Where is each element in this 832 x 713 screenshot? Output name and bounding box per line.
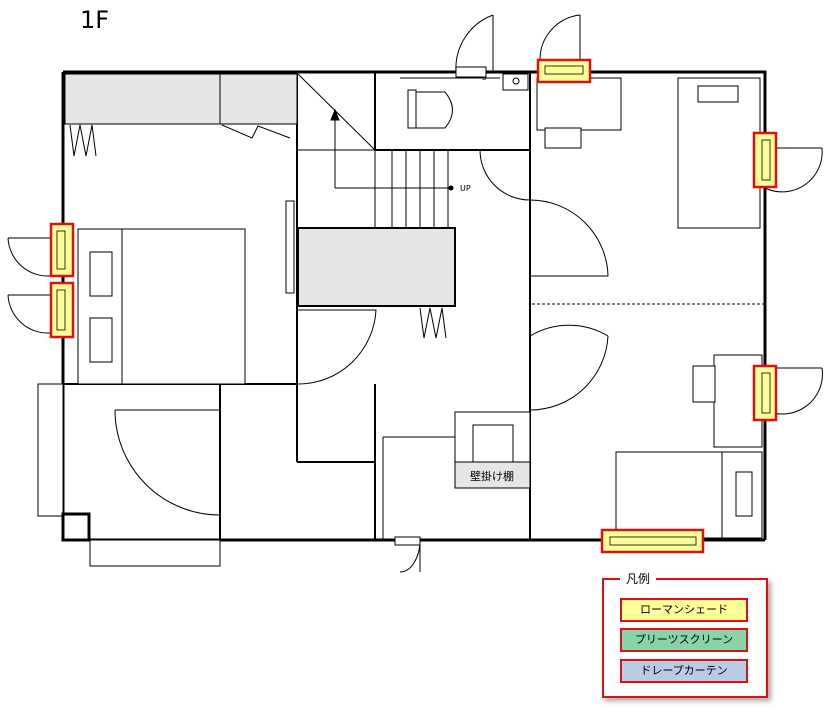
pillow-1 [89, 251, 113, 297]
chair-bottom [692, 365, 716, 403]
staircase [297, 73, 450, 228]
pillow-bottom-right [735, 471, 753, 517]
closet-doors-icon [69, 124, 291, 157]
toilet-tank [407, 89, 417, 129]
bed-top-right [677, 77, 761, 229]
storage-under-stairs [297, 227, 456, 307]
legend-item-drape-curtain: ドレープカーテン [620, 659, 748, 683]
pillow-top-right [697, 85, 739, 103]
legend-item-roman-shade: ローマンシェード [620, 598, 748, 622]
toilet-tag: B [482, 75, 486, 82]
closet-top-mid [219, 73, 298, 125]
stairs-up-label: UP [460, 184, 471, 193]
storage-doors-icon [419, 307, 447, 339]
stair-up-dot [448, 185, 454, 191]
legend: 凡例 ローマンシェード プリーツスクリーン ドレープカーテン [602, 570, 768, 698]
pillow-2 [89, 317, 113, 363]
entrance-closet [37, 383, 64, 517]
legend-item-pleated-screen: プリーツスクリーン [620, 628, 748, 652]
legend-title: 凡例 [620, 570, 657, 587]
desk-top [536, 77, 622, 131]
floor-label: 1F [80, 6, 110, 34]
sink [502, 73, 529, 91]
closet-top-left [64, 73, 221, 125]
toilet-bowl [415, 91, 453, 129]
entrance-step [89, 539, 221, 567]
wall-shelf [454, 461, 531, 489]
chair-top [544, 127, 582, 149]
roman-shade-markers [49, 58, 778, 554]
thin-lines [382, 303, 765, 540]
entrance-post [61, 512, 91, 542]
wall-shelf-label: 壁掛け棚 [470, 469, 514, 483]
wall-panel [285, 200, 295, 294]
